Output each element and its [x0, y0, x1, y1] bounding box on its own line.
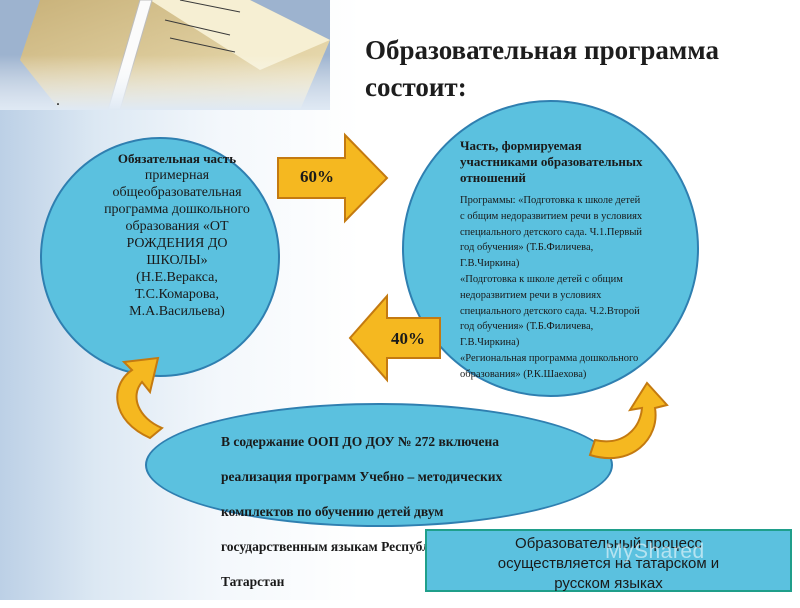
curved-arrow-left: [116, 356, 164, 440]
language-note-box: Образовательный процесс осуществляется н…: [425, 529, 792, 592]
program-line: год обучения» (Т.Б.Филичева,: [460, 242, 594, 254]
variable-part-heading: Часть, формируемая участниками образоват…: [460, 138, 690, 186]
program-line: «Региональная программа дошкольного: [460, 352, 639, 364]
content-text: В содержание ООП ДО ДОУ № 272 включена р…: [221, 415, 581, 608]
book-photo: [0, 0, 330, 110]
note-line: русском языках: [554, 575, 663, 592]
mandatory-part-circle: [40, 137, 280, 377]
program-line: Г.В.Чиркина): [460, 258, 520, 270]
note-line: Образовательный процесс: [515, 535, 702, 552]
left-arrow-label: 40%: [391, 329, 425, 348]
program-line: недоразвитием речи в условиях: [460, 289, 602, 301]
mandatory-line: Т.С.Комарова,: [135, 287, 219, 302]
content-line: реализация программ Учебно – методически…: [221, 468, 503, 484]
variable-heading-line: отношений: [460, 170, 526, 185]
mandatory-part-heading: Обязательная часть: [117, 151, 237, 166]
mandatory-part-text: Обязательная часть примерная общеобразов…: [82, 150, 272, 320]
content-line: Татарстан: [221, 573, 285, 589]
mandatory-line: программа дошкольного: [104, 202, 250, 217]
variable-part-circle: [402, 100, 699, 397]
program-line: Г.В.Чиркина): [460, 337, 520, 349]
left-arrow-shape: [348, 293, 441, 383]
mandatory-line: (Н.Е.Веракса,: [136, 270, 218, 285]
program-line: год обучения» (Т.Б.Филичева,: [460, 321, 594, 333]
program-line: Программы: «Подготовка к школе детей: [460, 195, 641, 206]
mandatory-line: общеобразовательная: [112, 185, 242, 200]
program-line: с общим недоразвитием речи в условиях: [460, 210, 643, 222]
content-ellipse: [145, 403, 613, 527]
variable-heading-line: Часть, формируемая: [460, 138, 582, 153]
watermark-text: MyShared: [605, 540, 705, 563]
right-arrow-shape: [277, 132, 389, 224]
variable-part-programs: Программы: «Подготовка к школе детей с о…: [460, 193, 700, 383]
slide-title: Образовательная программа состоит:: [365, 32, 785, 106]
right-arrow-label: 60%: [300, 167, 334, 186]
content-line: В содержание ООП ДО ДОУ № 272 включена: [221, 433, 500, 449]
program-line: специального детского сада. Ч.1.Первый: [460, 226, 643, 238]
note-line: осуществляется на татарском и: [497, 555, 720, 572]
program-line: «Подготовка к школе детей с общим: [460, 273, 623, 285]
curved-arrow-right: [588, 381, 669, 460]
mandatory-line: примерная: [144, 168, 210, 183]
mandatory-line: М.А.Васильева): [129, 304, 225, 319]
mandatory-line: образования «ОТ: [125, 219, 229, 234]
content-line: комплектов по обучению детей двум: [221, 503, 444, 519]
program-line: специального детского сада. Ч.2.Второй: [460, 305, 640, 317]
mandatory-line: РОЖДЕНИЯ ДО: [126, 236, 228, 251]
bullet-dot: .: [56, 92, 60, 109]
content-line: государственным языкам Республики: [221, 538, 453, 554]
mandatory-line: ШКОЛЫ»: [146, 253, 208, 268]
variable-heading-line: участниками образовательных: [460, 154, 643, 169]
title-line-1: Образовательная программа: [365, 35, 719, 65]
program-line: образования» (Р.К.Шаехова): [460, 368, 587, 380]
title-line-2: состоит:: [365, 72, 467, 102]
